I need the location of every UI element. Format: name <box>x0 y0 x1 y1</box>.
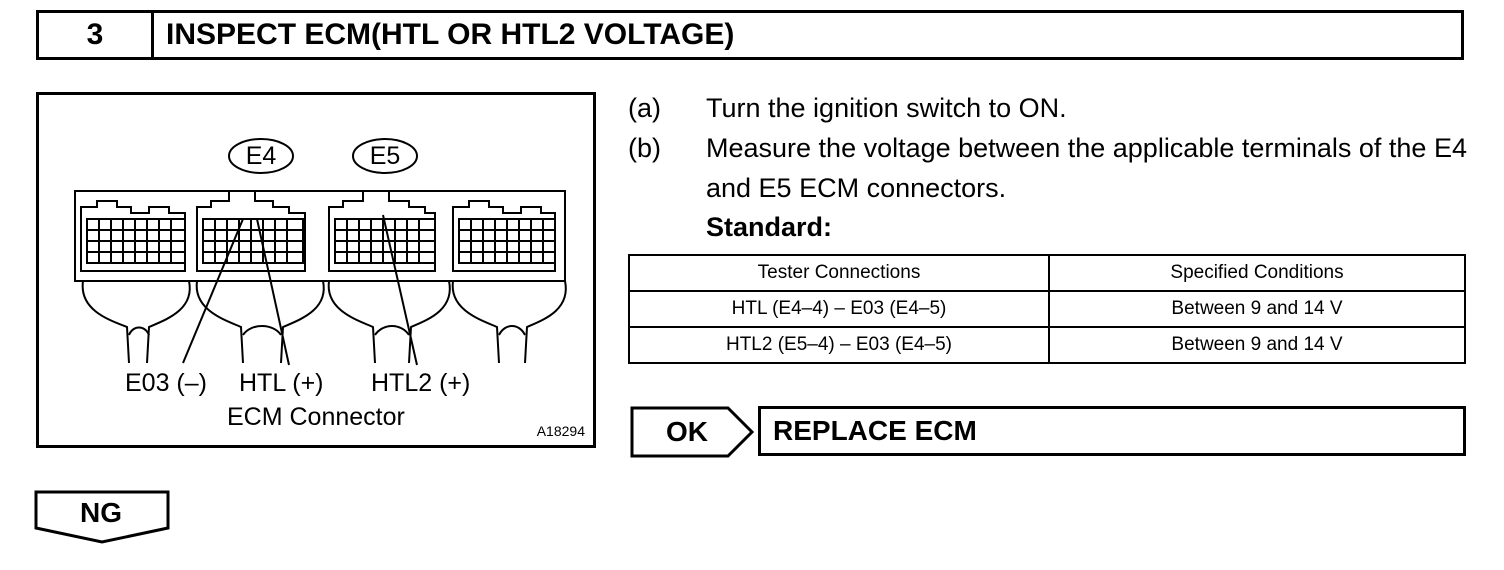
table-cell-connection: HTL2 (E5–4) – E03 (E4–5) <box>628 326 1050 364</box>
connector-e5-label: E5 <box>369 142 401 170</box>
table-header-row: Tester Connections Specified Conditions <box>628 254 1466 292</box>
ecm-connector-illustration: E4 E5 E03 (–) HTL (+) HTL2 (+) ECM Conne… <box>36 92 596 448</box>
e4-tag-oval <box>228 138 294 174</box>
instruction-letter: (a) <box>628 93 661 123</box>
connector-block-2-e4 <box>196 190 306 272</box>
probe-line-htl2 <box>382 214 418 366</box>
column-header-tester-connections: Tester Connections <box>628 254 1050 292</box>
connector-e4-label: E4 <box>245 142 277 170</box>
instruction-b: (b) Measure the voltage between the appl… <box>628 128 1478 208</box>
instruction-text: Turn the ignition switch to ON. <box>706 93 1067 123</box>
connector-housing <box>74 190 566 282</box>
step-number: 3 <box>39 13 154 57</box>
connector-block-1 <box>80 200 186 272</box>
instruction-a: (a) Turn the ignition switch to ON. <box>628 88 1478 128</box>
table-row: HTL2 (E5–4) – E03 (E4–5) Between 9 and 1… <box>628 326 1466 364</box>
connector-block-4 <box>452 200 556 272</box>
step-title: INSPECT ECM(HTL OR HTL2 VOLTAGE) <box>166 18 735 51</box>
connector-block-3-e5 <box>328 190 436 272</box>
table-row: HTL (E4–4) – E03 (E4–5) Between 9 and 14… <box>628 290 1466 328</box>
probe-line-htl <box>256 218 290 366</box>
terminal-htl2-label: HTL2 (+) <box>371 369 471 397</box>
illustration-caption: ECM Connector <box>227 403 405 431</box>
e5-tag-oval <box>352 138 418 174</box>
step-header: 3 INSPECT ECM(HTL OR HTL2 VOLTAGE) <box>36 10 1464 60</box>
figure-id: A18294 <box>536 423 585 439</box>
table-cell-connection: HTL (E4–4) – E03 (E4–5) <box>628 290 1050 328</box>
ok-arrow-icon <box>630 406 754 458</box>
table-cell-condition: Between 9 and 14 V <box>1048 290 1466 328</box>
probe-line-e03 <box>182 218 244 364</box>
wire-harness <box>81 280 567 364</box>
ecm-connector-drawing <box>74 138 567 366</box>
instructions: (a) Turn the ignition switch to ON. (b) … <box>628 88 1478 246</box>
ng-arrow-icon <box>34 490 170 544</box>
instruction-text: Measure the voltage between the applicab… <box>706 133 1467 203</box>
column-header-specified-conditions: Specified Conditions <box>1048 254 1466 292</box>
ng-label: NG <box>80 497 122 528</box>
specification-table: Tester Connections Specified Conditions … <box>628 254 1466 364</box>
ok-label: OK <box>666 416 708 447</box>
terminal-htl-label: HTL (+) <box>239 369 324 397</box>
terminal-e03-label: E03 (–) <box>125 369 207 397</box>
ok-result-replace-ecm: REPLACE ECM <box>758 406 1466 456</box>
standard-label: Standard: <box>706 212 833 242</box>
instruction-letter: (b) <box>628 133 661 163</box>
table-cell-condition: Between 9 and 14 V <box>1048 326 1466 364</box>
